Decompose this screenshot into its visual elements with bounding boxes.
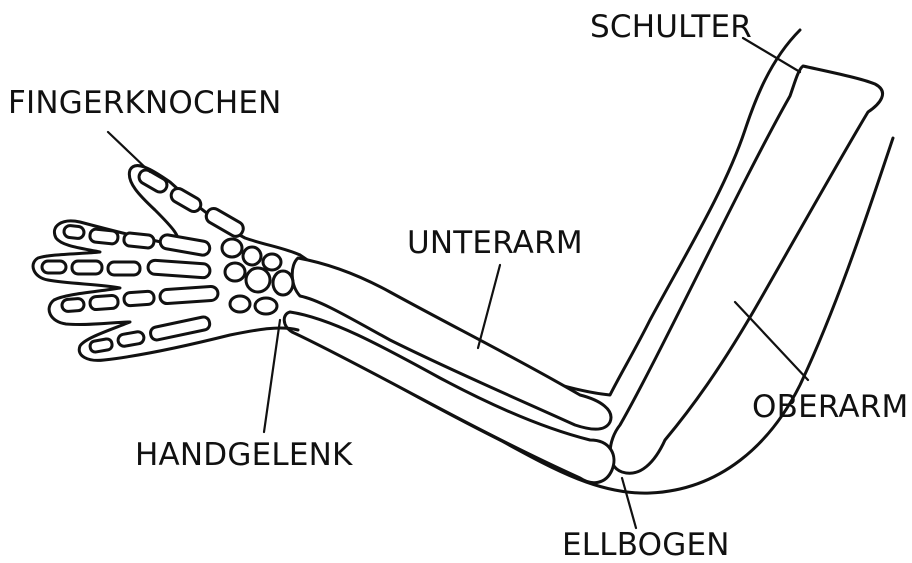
leader-oberarm xyxy=(735,302,808,380)
thumb-bone-1 xyxy=(137,167,170,194)
finger3-bone-2 xyxy=(90,295,119,310)
finger4-bone-1 xyxy=(89,338,113,353)
label-ellbogen: ELLBOGEN xyxy=(562,530,730,561)
carpal-bone-1 xyxy=(222,239,242,257)
carpal-bone-2 xyxy=(243,247,261,265)
carpal-bone-7 xyxy=(230,296,250,312)
label-oberarm: OBERARM xyxy=(752,392,908,423)
finger2-bone-3 xyxy=(108,262,140,275)
carpal-bone-8 xyxy=(255,298,277,314)
label-fingerknochen: FINGERKNOCHEN xyxy=(8,88,282,119)
carpal-bone-6 xyxy=(273,271,293,295)
thumb-bone-2 xyxy=(169,186,204,214)
finger1-bone-2 xyxy=(89,229,118,245)
label-schulter: SCHULTER xyxy=(590,12,752,43)
finger2-bone-4 xyxy=(148,260,211,278)
leader-ellbogen xyxy=(622,478,636,528)
finger1-bone-3 xyxy=(123,232,154,248)
finger2-bone-2 xyxy=(72,261,102,274)
thumb-bone-3 xyxy=(204,206,246,239)
leader-unterarm xyxy=(478,265,500,348)
finger4-bone-3 xyxy=(149,316,210,341)
finger1-bone-4 xyxy=(159,234,211,256)
finger4-bone-2 xyxy=(117,331,145,347)
finger3-bone-3 xyxy=(124,291,155,306)
carpal-bone-3 xyxy=(263,254,281,270)
finger3-bone-1 xyxy=(62,298,85,312)
finger1-bone-1 xyxy=(63,225,84,239)
label-unterarm: UNTERARM xyxy=(407,228,583,259)
leader-fingerknochen xyxy=(108,132,150,172)
finger2-bone-1 xyxy=(42,261,66,273)
carpal-bone-5 xyxy=(246,268,270,292)
leader-handgelenk xyxy=(264,320,280,432)
carpal-bone-4 xyxy=(225,263,245,281)
finger3-bone-4 xyxy=(160,286,219,304)
label-handgelenk: HANDGELENK xyxy=(135,440,353,471)
